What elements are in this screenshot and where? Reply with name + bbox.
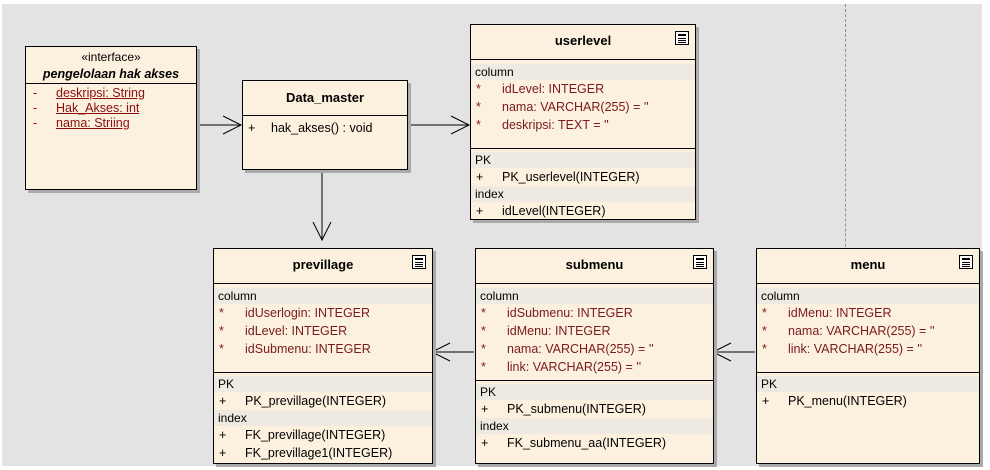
interface-pengelolaan-hak-akses[interactable]: «interface» pengelolaan hak akses -deskr…: [25, 46, 197, 190]
pk-label: PK: [214, 376, 432, 392]
interface-stereotype: «interface»: [81, 50, 141, 64]
table-menu[interactable]: menu column *idMenu: INTEGER *nama: VARC…: [756, 248, 980, 464]
index-row[interactable]: +FK_previllage(INTEGER): [219, 428, 386, 442]
interface-name: pengelolaan hak akses: [42, 67, 180, 81]
interface-attribute[interactable]: -deskripsi: String: [33, 86, 145, 100]
index-label: index: [476, 418, 713, 434]
column-row[interactable]: *idMenu: INTEGER: [762, 306, 892, 320]
userlevel-columns: column *idLevel: INTEGER *nama: VARCHAR(…: [471, 59, 695, 134]
submenu-keys: PK +PK_submenu(INTEGER) index +FK_submen…: [476, 380, 713, 452]
pk-label: PK: [471, 152, 695, 168]
previllage-header: previllage: [214, 249, 432, 283]
interface-attributes: -deskripsi: String -Hak_Akses: int -nama…: [26, 83, 196, 131]
pk-label: PK: [757, 376, 979, 392]
swimlane-divider: [845, 4, 846, 466]
table-icon: [412, 255, 426, 269]
index-row[interactable]: +FK_previllage1(INTEGER): [219, 446, 393, 460]
menu-keys: PK +PK_menu(INTEGER): [757, 372, 979, 410]
pk-row[interactable]: +PK_userlevel(INTEGER): [476, 170, 640, 184]
column-row[interactable]: *nama: VARCHAR(255) = '': [476, 100, 649, 114]
column-label: column: [757, 288, 979, 304]
userlevel-title: userlevel: [554, 33, 612, 48]
column-row[interactable]: *nama: VARCHAR(255) = '': [762, 324, 935, 338]
userlevel-header: userlevel: [471, 25, 695, 59]
column-label: column: [471, 64, 695, 80]
menu-columns: column *idMenu: INTEGER *nama: VARCHAR(2…: [757, 283, 979, 358]
column-row[interactable]: *idUserlogin: INTEGER: [219, 306, 371, 320]
data-master-title: Data_master: [285, 90, 365, 105]
column-row[interactable]: *nama: VARCHAR(255) = '': [481, 342, 654, 356]
table-submenu[interactable]: submenu column *idSubmenu: INTEGER *idMe…: [475, 248, 714, 464]
pk-row[interactable]: +PK_previllage(INTEGER): [219, 394, 387, 408]
index-row[interactable]: +FK_submenu_aa(INTEGER): [481, 436, 667, 450]
column-row[interactable]: *idSubmenu: INTEGER: [219, 342, 371, 356]
interface-attribute[interactable]: -nama: Striing: [33, 116, 130, 130]
table-icon: [675, 31, 689, 45]
table-previllage[interactable]: previllage column *idUserlogin: INTEGER …: [213, 248, 433, 464]
previllage-title: previllage: [292, 257, 354, 272]
arrowhead-userlevel: [450, 115, 471, 135]
column-label: column: [214, 288, 432, 304]
table-icon: [959, 255, 973, 269]
pk-label: PK: [476, 384, 713, 400]
column-row[interactable]: *link: VARCHAR(255) = '': [762, 342, 923, 356]
column-row[interactable]: *link: VARCHAR(255) = '': [481, 360, 642, 374]
submenu-columns: column *idSubmenu: INTEGER *idMenu: INTE…: [476, 283, 713, 376]
table-icon: [693, 255, 707, 269]
column-row[interactable]: *idMenu: INTEGER: [481, 324, 611, 338]
userlevel-keys: PK +PK_userlevel(INTEGER) index +idLevel…: [471, 148, 695, 220]
column-row[interactable]: *idLevel: INTEGER: [219, 324, 348, 338]
previllage-columns: column *idUserlogin: INTEGER *idLevel: I…: [214, 283, 432, 358]
operation-row[interactable]: +hak_akses() : void: [248, 121, 373, 135]
column-row[interactable]: *idLevel: INTEGER: [476, 82, 605, 96]
menu-title: menu: [850, 257, 886, 272]
submenu-title: submenu: [565, 257, 624, 272]
column-row[interactable]: *deskripsi: TEXT = '': [476, 118, 609, 132]
table-userlevel[interactable]: userlevel column *idLevel: INTEGER *nama…: [470, 24, 696, 220]
index-label: index: [214, 410, 432, 426]
previllage-keys: PK +PK_previllage(INTEGER) index +FK_pre…: [214, 372, 432, 462]
arrowhead-data-master: [222, 115, 243, 135]
pk-row[interactable]: +PK_submenu(INTEGER): [481, 402, 646, 416]
pk-row[interactable]: +PK_menu(INTEGER): [762, 394, 907, 408]
interface-attribute[interactable]: -Hak_Akses: int: [33, 101, 140, 115]
column-label: column: [476, 288, 713, 304]
menu-header: menu: [757, 249, 979, 283]
index-label: index: [471, 186, 695, 202]
index-row[interactable]: +idLevel(INTEGER): [476, 204, 606, 218]
class-data-master[interactable]: Data_master +hak_akses() : void: [242, 80, 408, 170]
column-row[interactable]: *idSubmenu: INTEGER: [481, 306, 633, 320]
arrowhead-previllage-top: [312, 221, 332, 242]
data-master-operations: +hak_akses() : void: [243, 115, 407, 137]
submenu-header: submenu: [476, 249, 713, 283]
